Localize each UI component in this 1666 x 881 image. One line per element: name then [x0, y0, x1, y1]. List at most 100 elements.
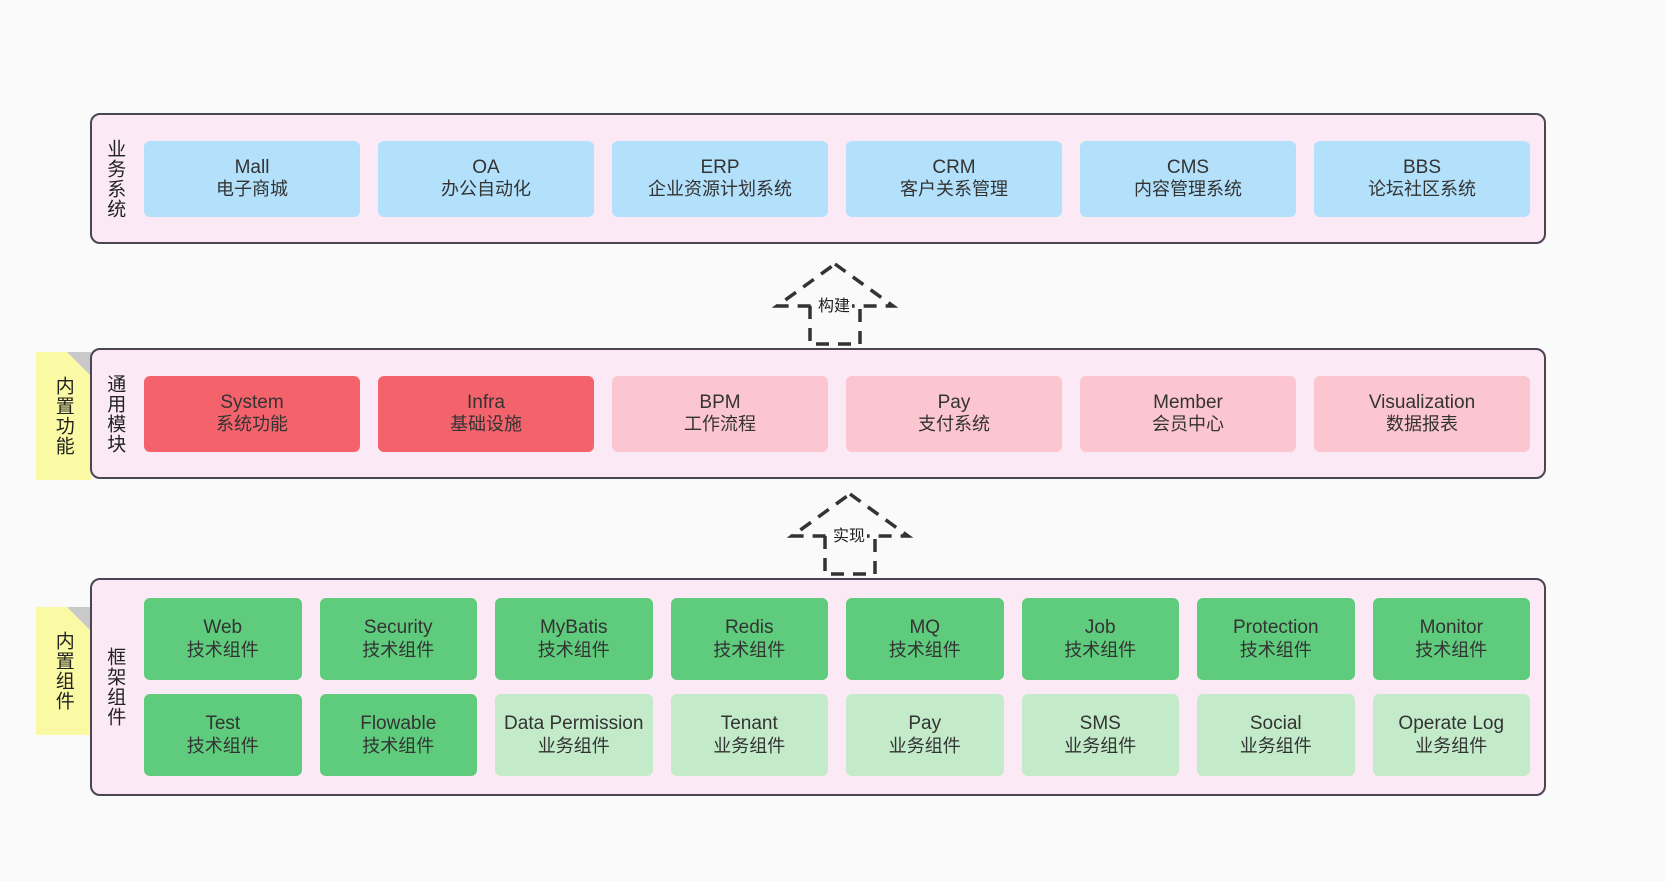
- card-operate-log[interactable]: Operate Log 业务组件: [1372, 694, 1530, 776]
- card-system[interactable]: System 系统功能: [144, 375, 360, 452]
- card-title: Flowable: [360, 713, 437, 735]
- connector-build: 构建: [760, 258, 910, 348]
- card-infra[interactable]: Infra 基础设施: [378, 375, 594, 452]
- card-member[interactable]: Member 会员中心: [1080, 375, 1296, 452]
- card-monitor[interactable]: Monitor 技术组件: [1372, 598, 1530, 680]
- card-title: Tenant: [720, 713, 778, 735]
- card-row-framework-business: Test 技术组件 Flowable 技术组件 Data Permission …: [144, 694, 1530, 776]
- note-fold-icon: [67, 607, 91, 631]
- card-visualization[interactable]: Visualization 数据报表: [1314, 375, 1530, 452]
- card-subtitle: 支付系统: [918, 414, 990, 436]
- card-title: CMS: [1166, 156, 1210, 178]
- note-label: 内置组件: [52, 631, 75, 711]
- card-subtitle: 技术组件: [1064, 639, 1137, 661]
- card-protection[interactable]: Protection 技术组件: [1197, 598, 1355, 680]
- card-subtitle: 业务组件: [1064, 735, 1137, 757]
- card-subtitle: 技术组件: [713, 639, 786, 661]
- layer-title-framework-components: 框架组件: [104, 647, 127, 727]
- card-mall[interactable]: Mall 电子商城: [144, 140, 360, 217]
- card-title: Infra: [466, 391, 506, 413]
- card-subtitle: 技术组件: [186, 639, 259, 661]
- card-row-business: Mall 电子商城 OA 办公自动化 ERP 企业资源计划系统 CRM 客户关系…: [144, 140, 1530, 217]
- card-erp[interactable]: ERP 企业资源计划系统: [612, 140, 828, 217]
- card-security[interactable]: Security 技术组件: [319, 598, 477, 680]
- card-subtitle: 内容管理系统: [1134, 179, 1242, 201]
- connector-label-implement: 实现: [831, 522, 868, 546]
- card-title: Data Permission: [504, 713, 644, 735]
- layer-common-modules: 通用模块 System 系统功能 Infra 基础设施 BPM 工作流程 Pay: [90, 348, 1546, 479]
- card-test[interactable]: Test 技术组件: [144, 694, 302, 776]
- card-data-permission[interactable]: Data Permission 业务组件: [495, 694, 653, 776]
- card-job[interactable]: Job 技术组件: [1021, 598, 1179, 680]
- generalization-arrowhead-icon: [786, 491, 914, 538]
- card-title: Operate Log: [1398, 713, 1505, 735]
- generalization-arrowhead-icon: [771, 261, 899, 308]
- card-social[interactable]: Social 业务组件: [1197, 694, 1355, 776]
- card-subtitle: 系统功能: [216, 414, 288, 436]
- card-title: MyBatis: [539, 617, 608, 639]
- card-subtitle: 电子商城: [216, 179, 288, 201]
- card-title: Member: [1153, 391, 1223, 413]
- layer-body-framework-components: Web 技术组件 Security 技术组件 MyBatis 技术组件 Redi…: [138, 580, 1544, 794]
- note-builtin-component: 内置组件: [36, 607, 91, 735]
- card-pay-component[interactable]: Pay 业务组件: [846, 694, 1004, 776]
- card-subtitle: 会员中心: [1152, 414, 1224, 436]
- card-subtitle: 技术组件: [1239, 639, 1312, 661]
- card-flowable[interactable]: Flowable 技术组件: [319, 694, 477, 776]
- card-title: SMS: [1079, 713, 1121, 735]
- card-title: Mall: [234, 156, 270, 178]
- card-title: BPM: [699, 391, 741, 413]
- card-subtitle: 企业资源计划系统: [648, 179, 792, 201]
- note-label: 内置功能: [52, 376, 75, 456]
- card-subtitle: 业务组件: [713, 735, 786, 757]
- card-subtitle: 论坛社区系统: [1368, 179, 1476, 201]
- card-cms[interactable]: CMS 内容管理系统: [1080, 140, 1296, 217]
- card-subtitle: 业务组件: [537, 735, 610, 757]
- card-web[interactable]: Web 技术组件: [144, 598, 302, 680]
- card-subtitle: 数据报表: [1386, 414, 1458, 436]
- card-title: Security: [363, 617, 433, 639]
- card-subtitle: 技术组件: [1415, 639, 1488, 661]
- note-builtin-function: 内置功能: [36, 352, 91, 480]
- card-title: Pay: [937, 391, 971, 413]
- card-subtitle: 技术组件: [537, 639, 610, 661]
- card-title: Job: [1084, 617, 1116, 639]
- card-title: Protection: [1232, 617, 1319, 639]
- connector-implement: 实现: [775, 488, 925, 578]
- layer-framework-components: 框架组件 Web 技术组件 Security 技术组件 MyBatis 技术组件…: [90, 578, 1546, 796]
- card-bpm[interactable]: BPM 工作流程: [612, 375, 828, 452]
- card-title: Pay: [908, 713, 942, 735]
- card-subtitle: 业务组件: [888, 735, 961, 757]
- card-subtitle: 工作流程: [684, 414, 756, 436]
- card-title: Social: [1249, 713, 1302, 735]
- card-title: Monitor: [1419, 617, 1483, 639]
- note-fold-icon: [67, 352, 91, 376]
- card-crm[interactable]: CRM 客户关系管理: [846, 140, 1062, 217]
- card-title: Visualization: [1368, 391, 1476, 413]
- card-subtitle: 基础设施: [450, 414, 522, 436]
- card-title: System: [220, 391, 284, 413]
- layer-business-systems: 业务系统 Mall 电子商城 OA 办公自动化 ERP 企业资源计划系统 CRM: [90, 113, 1546, 244]
- card-row-framework-technical: Web 技术组件 Security 技术组件 MyBatis 技术组件 Redi…: [144, 598, 1530, 680]
- card-subtitle: 技术组件: [362, 735, 435, 757]
- card-subtitle: 技术组件: [888, 639, 961, 661]
- layer-body-common-modules: System 系统功能 Infra 基础设施 BPM 工作流程 Pay 支付系统…: [138, 350, 1544, 477]
- card-title: Test: [205, 713, 241, 735]
- card-mybatis[interactable]: MyBatis 技术组件: [495, 598, 653, 680]
- card-subtitle: 业务组件: [1239, 735, 1312, 757]
- card-pay-module[interactable]: Pay 支付系统: [846, 375, 1062, 452]
- card-subtitle: 技术组件: [362, 639, 435, 661]
- card-title: MQ: [909, 617, 941, 639]
- layer-title-common-modules: 通用模块: [104, 373, 127, 454]
- card-title: OA: [472, 156, 500, 178]
- card-oa[interactable]: OA 办公自动化: [378, 140, 594, 217]
- card-subtitle: 技术组件: [186, 735, 259, 757]
- card-redis[interactable]: Redis 技术组件: [670, 598, 828, 680]
- card-mq[interactable]: MQ 技术组件: [846, 598, 1004, 680]
- card-title: CRM: [932, 156, 976, 178]
- card-tenant[interactable]: Tenant 业务组件: [670, 694, 828, 776]
- card-sms[interactable]: SMS 业务组件: [1021, 694, 1179, 776]
- card-bbs[interactable]: BBS 论坛社区系统: [1314, 140, 1530, 217]
- card-title: ERP: [700, 156, 740, 178]
- card-title: BBS: [1402, 156, 1442, 178]
